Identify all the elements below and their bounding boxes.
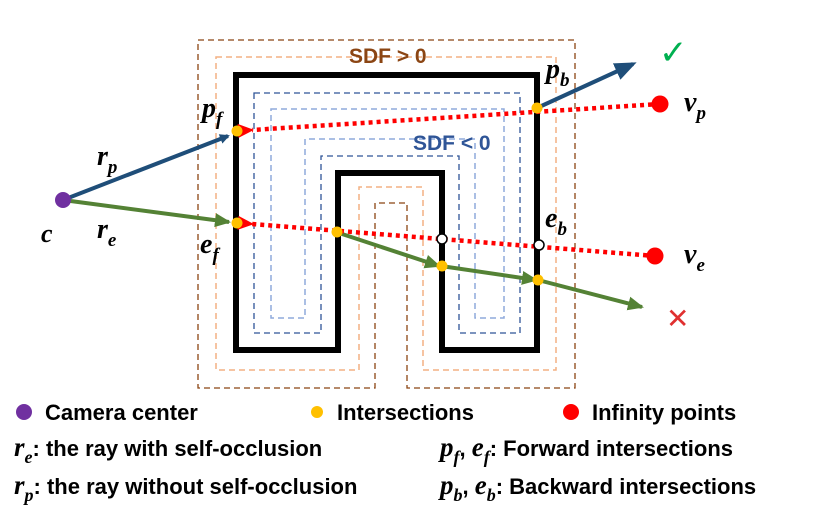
sdf-positive-inner-contour [215, 56, 557, 371]
sdf-positive-outer-contour [197, 39, 576, 389]
sdf-positive-label: SDF > 0 [349, 45, 427, 68]
ray-e-exit-segment [537, 278, 644, 311]
sdf-negative-contour-1 [253, 92, 521, 334]
cross-mark-icon: ✕ [666, 302, 689, 335]
ray-e-inner-segment-2 [440, 264, 538, 285]
ray-e-inner-segment-1 [335, 230, 441, 269]
intersection-inner-2 [436, 260, 448, 272]
intersection-inner-3 [532, 274, 544, 286]
backward-intersection-hollow-1 [436, 233, 448, 245]
intersection-pf [231, 125, 243, 137]
legend-re-description: re: the ray with self-occlusion [14, 432, 322, 467]
legend-forward-description: pf, ef: Forward intersections [438, 432, 733, 467]
backward-intersection-eb [533, 239, 545, 251]
label-re: re [97, 214, 117, 251]
sdf-negative-contour-2 [270, 108, 505, 319]
legend-infinity-label: Infinity points [592, 400, 736, 425]
intersection-ef [231, 217, 243, 229]
label-rp: rp [97, 141, 117, 178]
label-ve: ve [684, 239, 705, 276]
label-camera-c: c [41, 219, 53, 248]
infinity-point-vp [651, 95, 669, 113]
infinity-point-ve [646, 247, 664, 265]
label-vp: vp [684, 87, 706, 124]
sdf-negative-label: SDF < 0 [413, 132, 491, 155]
legend-camera-label: Camera center [45, 400, 198, 425]
legend-infinity-dot [563, 404, 579, 420]
camera-center-point [55, 192, 71, 208]
intersection-pb [531, 102, 543, 114]
legend-camera-center: Camera center [16, 400, 198, 425]
label-eb: eb [545, 203, 567, 240]
label-pf: pf [200, 93, 224, 130]
legend-infinity-points: Infinity points [563, 400, 736, 425]
legend-backward-description: pb, eb: Backward intersections [438, 470, 756, 505]
label-ef: ef [200, 229, 220, 266]
legend-intersection-dot [311, 406, 323, 418]
check-mark-icon: ✓ [659, 33, 688, 73]
backward-ray-from-vp [237, 101, 661, 138]
ray-p-forward-segment [62, 134, 230, 202]
legend-intersections-label: Intersections [337, 400, 474, 425]
ray-p-exit-segment [536, 62, 637, 110]
legend-camera-dot [16, 404, 32, 420]
backward-ray-from-ve [237, 215, 656, 259]
zero-level-set-surface [233, 72, 540, 353]
ray-e-entry-segment [62, 198, 231, 228]
legend-rp-description: rp: the ray without self-occlusion [14, 470, 357, 505]
intersection-inner-1 [331, 226, 343, 238]
legend-intersections: Intersections [311, 400, 474, 425]
label-pb: pb [544, 54, 570, 91]
